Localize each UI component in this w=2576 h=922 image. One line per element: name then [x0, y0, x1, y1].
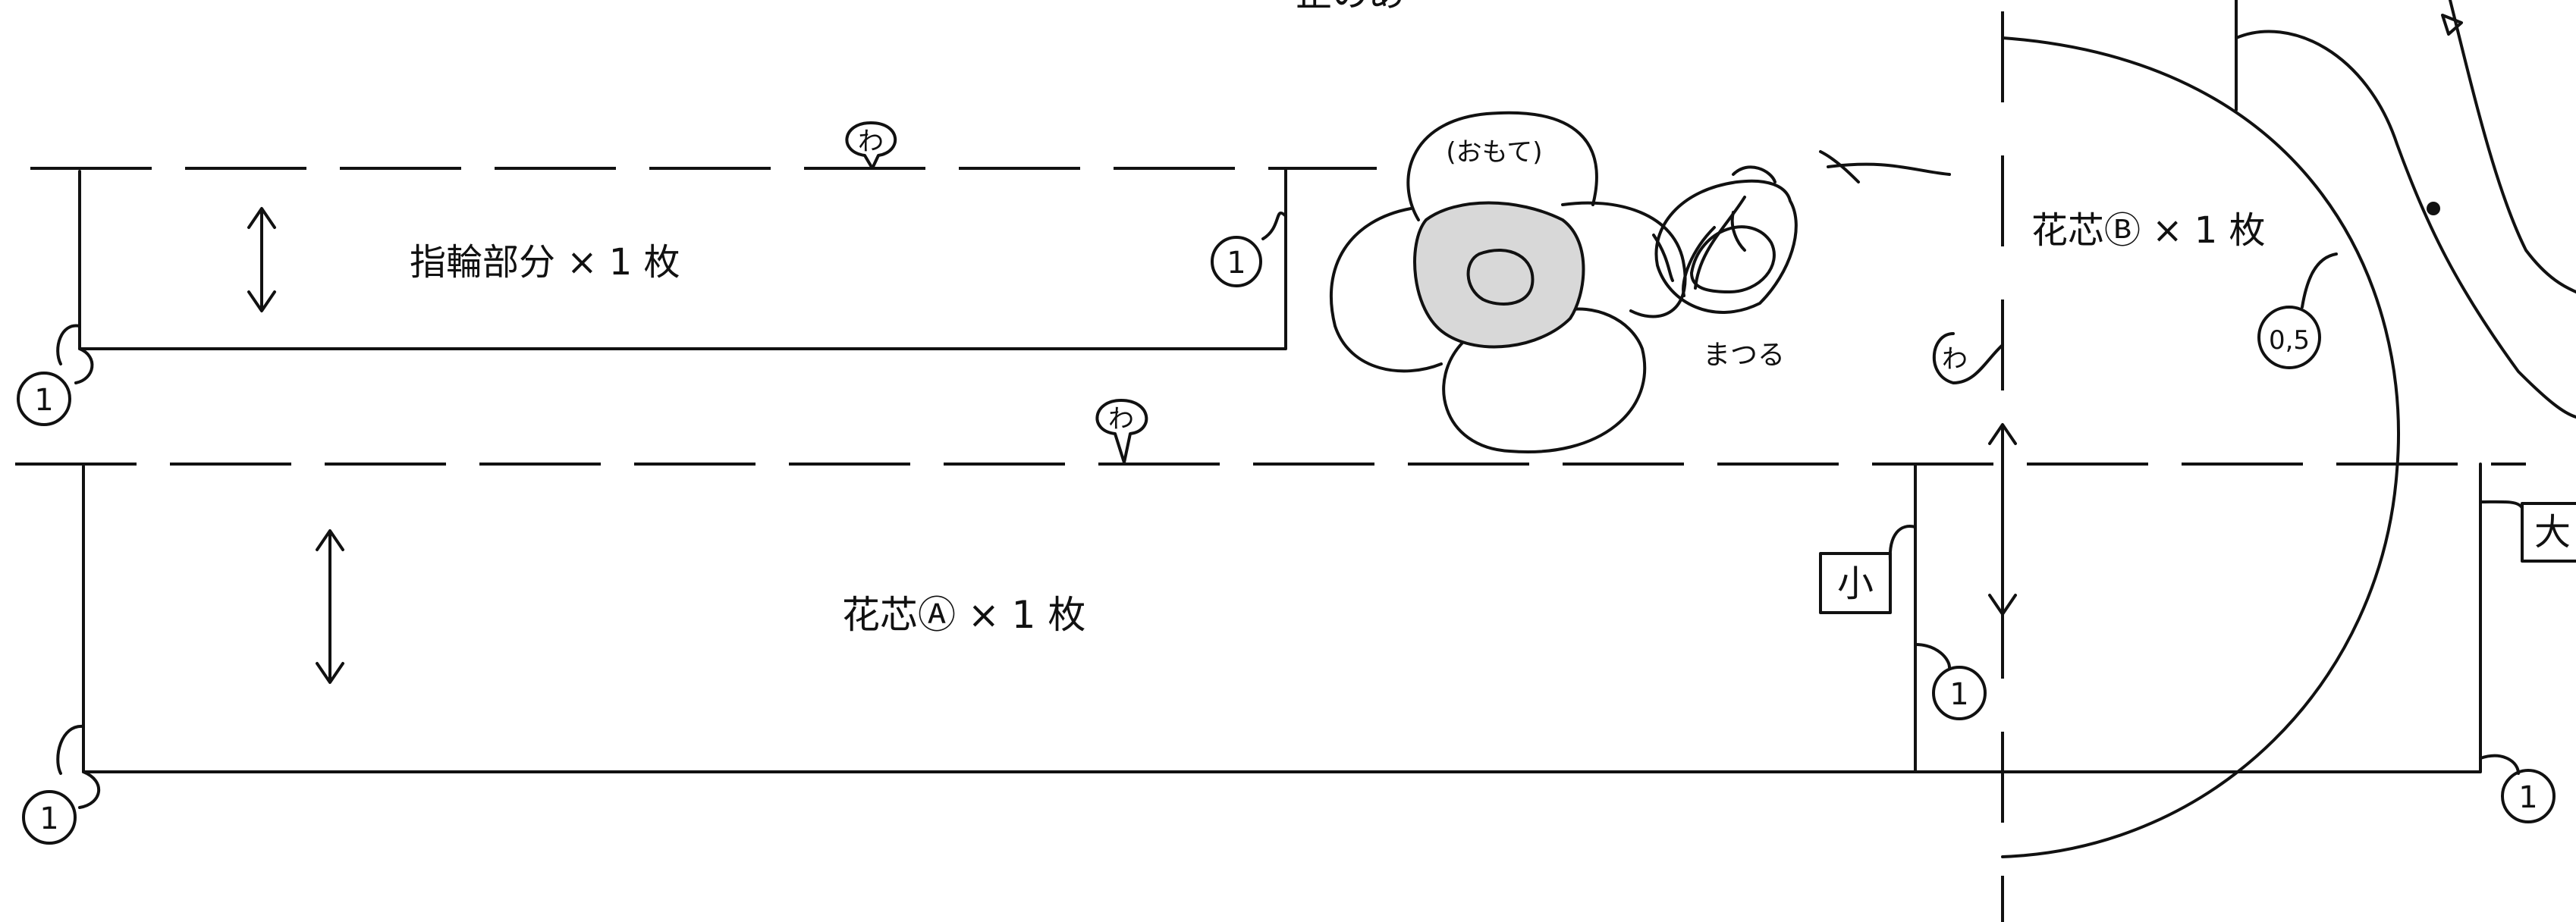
- rolled-core-outer: [1654, 179, 1798, 314]
- petal-right: [1561, 201, 1687, 318]
- right-edge-curve: [2235, 30, 2576, 419]
- seam-1-marker-core-a-small: 1: [1914, 643, 1987, 720]
- wa-marker-core-b: わ: [1932, 332, 2004, 384]
- wa-label-middle: わ: [1108, 404, 1134, 434]
- wa-marker-top: わ: [845, 121, 897, 170]
- notch-triangle: [2441, 14, 2463, 36]
- core-a-outline: [82, 463, 2482, 773]
- small-box-marker: 小: [1819, 525, 1917, 614]
- core-b-outline: [2001, 36, 2400, 858]
- core-a-label: 花芯Ⓐ × 1 枚: [842, 593, 1085, 637]
- grain-arrow-core-a: [316, 529, 344, 684]
- petal-bottom: [1442, 307, 1647, 453]
- top-cut-label: 正のあ: [1296, 0, 1405, 15]
- seam-1-marker-core-a-right: 1: [2479, 754, 2556, 823]
- ring-part-piece: 指輪部分 × 1 枚 わ 1 1: [17, 121, 1377, 426]
- ring-part-label: 指輪部分 × 1 枚: [410, 241, 680, 284]
- wrap-label: まつる: [1703, 340, 1785, 371]
- notch-dot: [2427, 202, 2440, 215]
- rolled-core-illustration: まつる: [1652, 150, 1951, 371]
- flower-center-hole: [1466, 249, 1535, 306]
- grain-arrow-core-b: [1988, 423, 2017, 616]
- front-label: (おもて): [1446, 137, 1542, 168]
- wa-label-core-b: わ: [1942, 344, 1968, 375]
- right-edge-piece: [2235, 0, 2576, 419]
- core-b-label: 花芯Ⓑ × 1 枚: [2031, 209, 2266, 252]
- small-label: 小: [1837, 563, 1874, 605]
- flower-illustration: (おもて): [1329, 111, 1687, 453]
- seam-1-marker-ring-right: 1: [1211, 211, 1287, 287]
- seam-half-marker: 0,5: [2257, 252, 2338, 369]
- wa-label-top: わ: [858, 127, 884, 157]
- large-label: 大: [2534, 511, 2571, 554]
- flower-core-shaded: [1413, 201, 1585, 349]
- svg-text:1: 1: [2518, 780, 2537, 815]
- seam-half-label: 0,5: [2269, 325, 2310, 356]
- petal-top: [1406, 111, 1598, 221]
- core-b-piece: 花芯Ⓑ × 1 枚 わ 0,5: [1932, 11, 2400, 922]
- svg-text:1: 1: [39, 801, 58, 836]
- ring-part-outline: [78, 167, 1287, 350]
- svg-text:1: 1: [34, 383, 53, 418]
- large-box-marker: 大: [2479, 500, 2576, 563]
- svg-text:1: 1: [1949, 677, 1968, 712]
- grain-arrow-ring: [247, 207, 276, 312]
- core-a-piece: 花芯Ⓐ × 1 枚 わ 1 小 1 大 1: [15, 399, 2576, 845]
- wa-marker-middle: わ: [1095, 399, 1148, 464]
- seam-1-marker-core-a-left: 1: [22, 724, 100, 845]
- petal-left: [1329, 207, 1443, 373]
- seam-1-marker-ring-left: 1: [17, 324, 94, 426]
- svg-text:1: 1: [1227, 246, 1246, 281]
